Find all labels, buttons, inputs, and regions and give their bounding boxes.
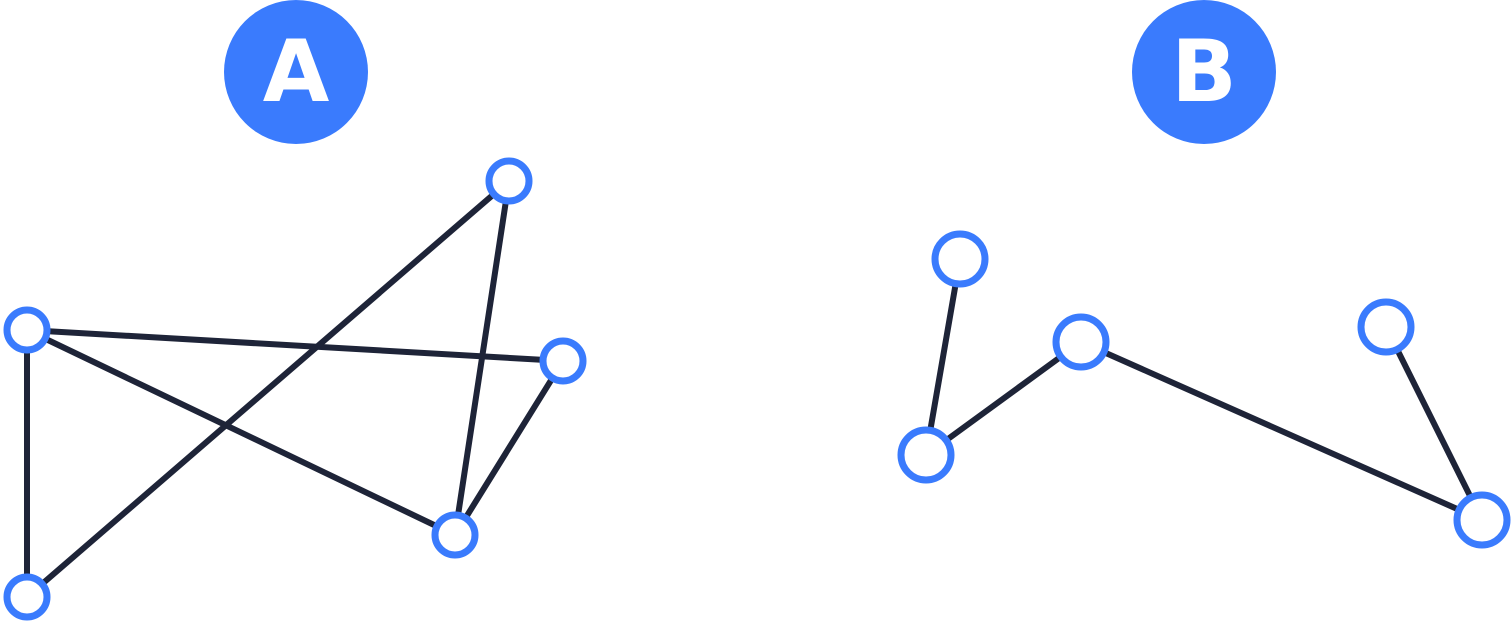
- graph-a-edge-a1-a4: [24, 327, 458, 538]
- graph-a-node-a1: [3, 306, 51, 354]
- graph-b-node-b3: [1052, 313, 1110, 371]
- graph-b-node-b5: [1453, 491, 1511, 549]
- graph-a-edge-a3-a4: [452, 358, 566, 538]
- graph-b-edge-b3-b5: [1078, 339, 1485, 523]
- graph-b-label-badge: B: [1132, 0, 1276, 144]
- graph-b-node-b2: [897, 426, 955, 484]
- graph-b-edge-b2-b3: [923, 339, 1084, 458]
- graph-b-edge-b1-b2: [923, 256, 963, 458]
- nodes-layer: [3, 157, 1511, 621]
- edges-layer: [24, 178, 1485, 600]
- graph-b-node-b4: [1357, 298, 1415, 356]
- graph-a-edge-a2-a4: [452, 178, 512, 538]
- graph-a-node-a2: [485, 157, 533, 205]
- graph-a-node-a3: [539, 337, 587, 385]
- graph-a-node-a5: [3, 573, 51, 621]
- graph-a-edge-a2-a5: [24, 178, 512, 600]
- graph-b-node-b1: [931, 230, 989, 288]
- graph-a-edge-a1-a3: [24, 327, 566, 364]
- graph-a-node-a4: [431, 511, 479, 559]
- graph-a-label-badge: A: [224, 0, 368, 144]
- graph-b-edge-b4-b5: [1383, 324, 1485, 523]
